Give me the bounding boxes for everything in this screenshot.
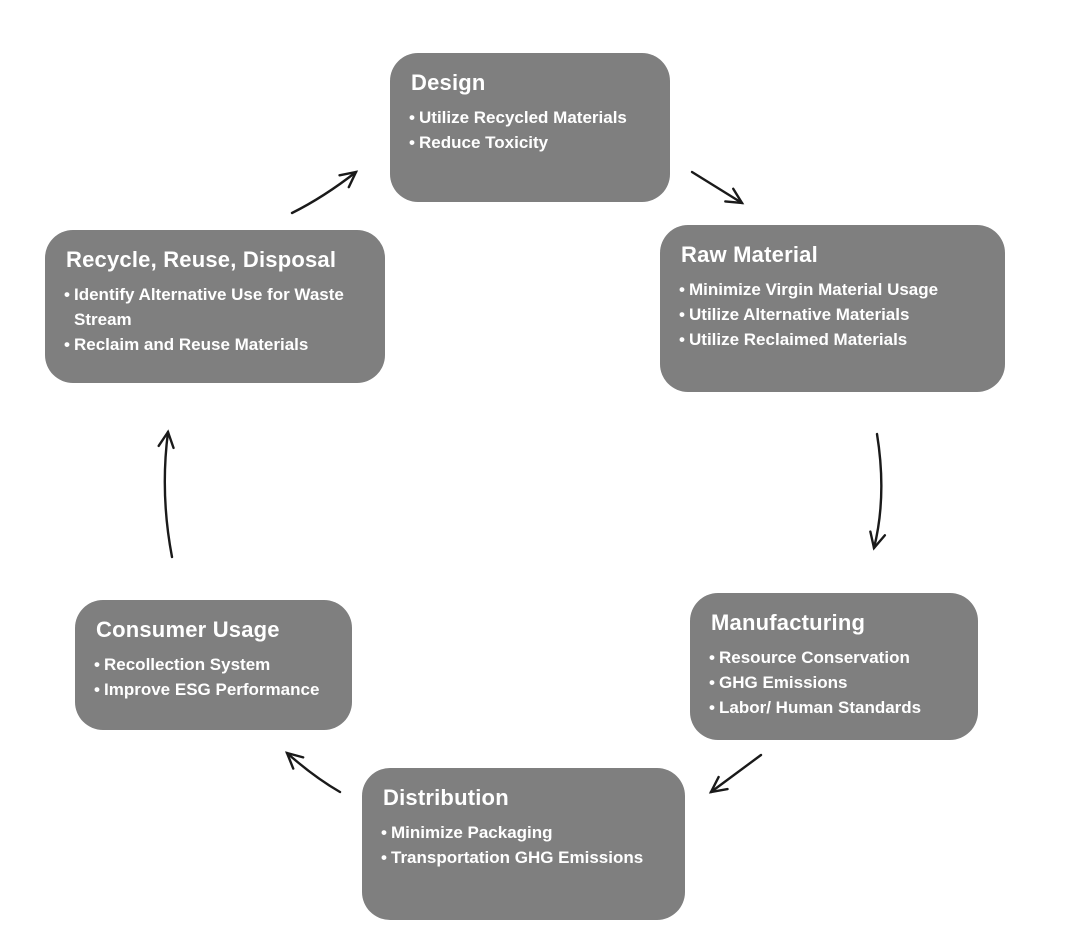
bullet-text: Utilize Recycled Materials xyxy=(419,107,627,127)
bullet-list: • Recollection System • Improve ESG Perf… xyxy=(94,652,336,702)
bullet-text: Reduce Toxicity xyxy=(419,132,549,152)
bullet-list: • Utilize Recycled Materials • Reduce To… xyxy=(409,105,654,155)
bullet-text: Reclaim and Reuse Materials xyxy=(74,334,309,354)
node-title: Raw Material xyxy=(681,242,818,267)
bullet-item: • Resource Conservation xyxy=(709,645,962,670)
node-title: Design xyxy=(411,70,486,95)
node-recycle-reuse-disposal: Recycle, Reuse, Disposal • Identify Alte… xyxy=(45,230,385,383)
bullet-marker: • xyxy=(409,132,415,152)
bullet-item: • Minimize Virgin Material Usage xyxy=(679,277,989,302)
bullet-marker: • xyxy=(709,697,715,717)
bullet-item: • Minimize Packaging xyxy=(381,820,669,845)
node-raw-material: Raw Material • Minimize Virgin Material … xyxy=(660,225,1005,392)
bullet-item: • Utilize Alternative Materials xyxy=(679,302,989,327)
bullet-text: Labor/ Human Standards xyxy=(719,697,922,717)
bullet-list: • Identify Alternative Use for Waste Str… xyxy=(64,282,369,357)
bullet-marker: • xyxy=(409,107,415,127)
bullet-marker: • xyxy=(64,284,70,304)
bullet-marker: • xyxy=(679,279,685,299)
bullet-marker: • xyxy=(381,822,387,842)
bullet-list: • Resource Conservation • GHG Emissions … xyxy=(709,645,962,720)
node-title: Manufacturing xyxy=(711,610,866,635)
arrow-design-to-raw-material xyxy=(690,170,745,205)
bullet-text: Transportation GHG Emissions xyxy=(391,847,644,867)
arrow-manufacturing-to-distribution xyxy=(708,753,763,794)
bullet-marker: • xyxy=(709,647,715,667)
node-consumer-usage: Consumer Usage • Recollection System • I… xyxy=(75,600,352,730)
node-manufacturing: Manufacturing • Resource Conservation • … xyxy=(690,593,978,740)
bullet-item: • Transportation GHG Emissions xyxy=(381,845,669,870)
bullet-text: Resource Conservation xyxy=(719,647,910,667)
node-title: Distribution xyxy=(383,785,509,810)
bullet-text: Utilize Reclaimed Materials xyxy=(689,329,908,349)
bullet-marker: • xyxy=(64,334,70,354)
bullet-item: • Identify Alternative Use for Waste Str… xyxy=(64,282,369,332)
bullet-text: Utilize Alternative Materials xyxy=(689,304,910,324)
node-title: Recycle, Reuse, Disposal xyxy=(66,247,337,272)
bullet-text: GHG Emissions xyxy=(719,672,848,692)
bullet-item: • Reduce Toxicity xyxy=(409,130,654,155)
bullet-item: • Recollection System xyxy=(94,652,336,677)
arrow-distribution-to-consumer-usage xyxy=(284,751,342,794)
bullet-list: • Minimize Packaging • Transportation GH… xyxy=(381,820,669,870)
bullet-text: Identify Alternative Use for Waste Strea… xyxy=(74,284,344,329)
bullet-marker: • xyxy=(679,304,685,324)
bullet-item: • Utilize Recycled Materials xyxy=(409,105,654,130)
bullet-text: Recollection System xyxy=(104,654,271,674)
bullet-item: • Reclaim and Reuse Materials xyxy=(64,332,369,357)
bullet-item: • Improve ESG Performance xyxy=(94,677,336,702)
node-distribution: Distribution • Minimize Packaging • Tran… xyxy=(362,768,685,920)
bullet-marker: • xyxy=(709,672,715,692)
node-title: Consumer Usage xyxy=(96,617,280,642)
bullet-marker: • xyxy=(679,329,685,349)
arrow-recycle-to-design xyxy=(290,170,359,215)
bullet-item: • GHG Emissions xyxy=(709,670,962,695)
bullet-item: • Labor/ Human Standards xyxy=(709,695,962,720)
bullet-text: Minimize Virgin Material Usage xyxy=(689,279,939,299)
bullet-text: Improve ESG Performance xyxy=(104,679,320,699)
arrow-raw-material-to-manufacturing xyxy=(869,432,887,551)
bullet-list: • Minimize Virgin Material Usage • Utili… xyxy=(679,277,989,352)
node-design: Design • Utilize Recycled Materials • Re… xyxy=(390,53,670,202)
bullet-item: • Utilize Reclaimed Materials xyxy=(679,327,989,352)
bullet-marker: • xyxy=(94,679,100,699)
bullet-text: Minimize Packaging xyxy=(391,822,553,842)
bullet-marker: • xyxy=(381,847,387,867)
arrow-consumer-usage-to-recycle xyxy=(157,429,175,559)
bullet-marker: • xyxy=(94,654,100,674)
